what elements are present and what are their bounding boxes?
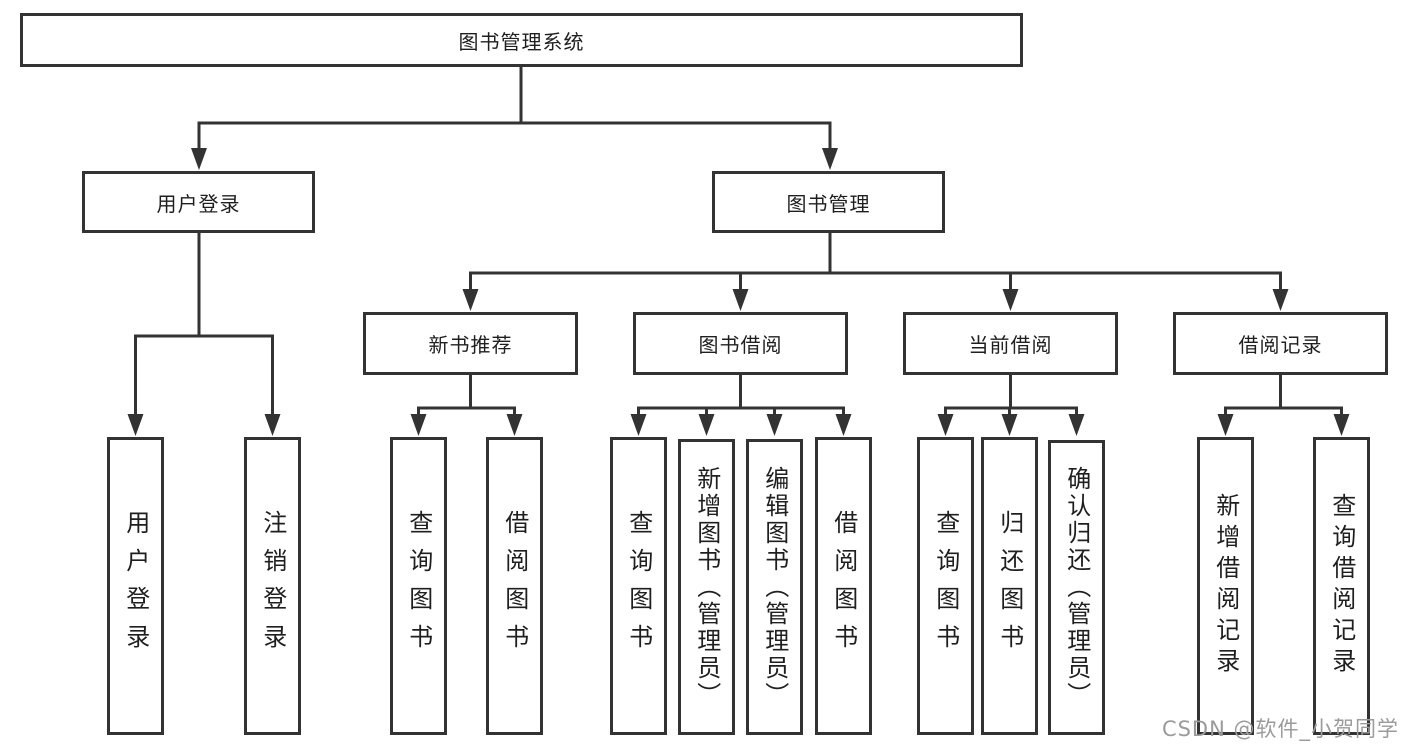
node-user-login-label: 用户登录 (156, 191, 241, 216)
node-borrow-records: 借阅记录 (1173, 312, 1388, 375)
node-current-borrow: 当前借阅 (903, 312, 1118, 375)
node-leaf-bb-query-books-label: 查询图书 (624, 510, 653, 662)
node-leaf-bb-borrow-books: 借阅图书 (815, 437, 872, 735)
node-leaf-cb-query-books-label: 查询图书 (931, 510, 960, 662)
node-leaf-cb-confirm-return-admin: 确认归还（管理员） (1048, 440, 1105, 735)
node-leaf-bb-edit-books-admin-label: 编辑图书（管理员） (760, 465, 789, 709)
node-borrow-records-label: 借阅记录 (1238, 333, 1323, 357)
node-leaf-bb-borrow-books-label: 借阅图书 (829, 510, 858, 662)
node-leaf-bb-query-books: 查询图书 (610, 437, 667, 735)
node-leaf-nb-borrow-books: 借阅图书 (486, 437, 543, 735)
node-leaf-cb-return-books: 归还图书 (981, 437, 1038, 735)
node-leaf-br-query-record-label: 查询借阅记录 (1327, 493, 1356, 679)
node-leaf-nb-borrow-books-label: 借阅图书 (500, 510, 529, 662)
node-root: 图书管理系统 (20, 13, 1023, 67)
node-leaf-cb-return-books-label: 归还图书 (995, 510, 1024, 662)
node-leaf-nb-query-books-label: 查询图书 (404, 510, 433, 662)
node-leaf-bb-edit-books-admin: 编辑图书（管理员） (746, 439, 803, 735)
watermark: CSDN @软件_小贺同学 (1161, 717, 1399, 741)
node-leaf-bb-add-books-admin: 新增图书（管理员） (678, 439, 735, 735)
node-user-login: 用户登录 (82, 171, 315, 233)
node-leaf-logout: 注销登录 (244, 437, 301, 735)
node-leaf-user-login: 用户登录 (107, 437, 164, 735)
node-leaf-br-add-record: 新增借阅记录 (1197, 437, 1254, 735)
node-book-borrow-label: 图书借阅 (698, 333, 783, 357)
node-book-borrow: 图书借阅 (633, 312, 848, 375)
node-current-borrow-label: 当前借阅 (968, 333, 1053, 357)
node-leaf-nb-query-books: 查询图书 (390, 437, 447, 735)
node-new-book-rec: 新书推荐 (363, 312, 578, 375)
node-leaf-br-query-record: 查询借阅记录 (1313, 437, 1370, 735)
node-root-label: 图书管理系统 (458, 29, 585, 54)
node-leaf-user-login-label: 用户登录 (121, 510, 150, 662)
node-leaf-br-add-record-label: 新增借阅记录 (1211, 493, 1240, 679)
node-leaf-cb-query-books: 查询图书 (917, 437, 974, 735)
node-leaf-logout-label: 注销登录 (258, 510, 287, 662)
node-book-mgmt-label: 图书管理 (786, 191, 871, 216)
node-book-mgmt: 图书管理 (712, 171, 945, 233)
node-leaf-bb-add-books-admin-label: 新增图书（管理员） (692, 465, 721, 709)
node-leaf-cb-confirm-return-admin-label: 确认归还（管理员） (1062, 466, 1091, 709)
node-new-book-rec-label: 新书推荐 (428, 333, 513, 357)
